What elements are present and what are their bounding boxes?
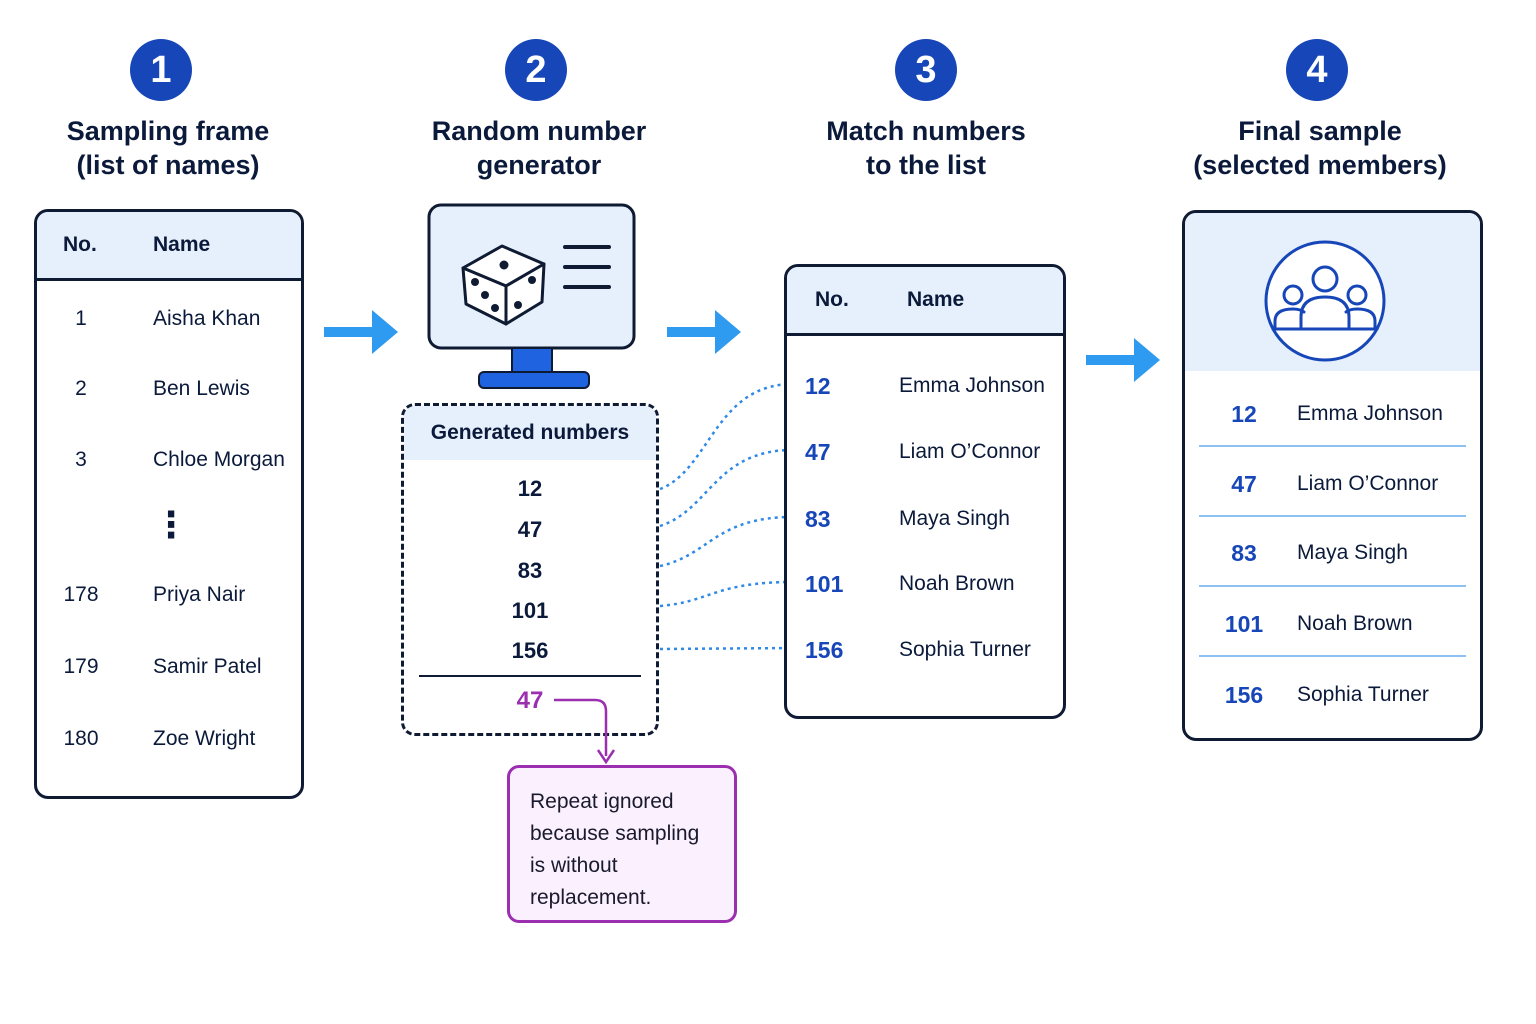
header-no: No. bbox=[63, 233, 97, 256]
divider bbox=[1199, 585, 1466, 587]
generated-number: 101 bbox=[511, 598, 549, 623]
step-4-title: Final sample(selected members) bbox=[1193, 116, 1447, 180]
generated-number: 12 bbox=[517, 476, 543, 501]
repeat-note: Repeat ignored because sampling is witho… bbox=[507, 765, 737, 923]
divider bbox=[1199, 515, 1466, 517]
ellipsis: ⋮ bbox=[153, 504, 189, 545]
divider bbox=[1199, 655, 1466, 657]
list-item: 47 Liam O’Connor bbox=[805, 438, 1041, 465]
header-no: No. bbox=[815, 288, 849, 311]
list-item: 178 Priya Nair bbox=[63, 583, 246, 606]
list-item: 12 Emma Johnson bbox=[805, 372, 1045, 399]
arrow-right-icon bbox=[667, 310, 741, 354]
divider bbox=[1199, 445, 1466, 447]
generated-numbers-box: Generated numbers 12 47 83 101 156 47 bbox=[401, 403, 659, 736]
list-item: 156 Sophia Turner bbox=[1224, 681, 1429, 708]
list-item: 83 Maya Singh bbox=[805, 505, 1010, 532]
divider bbox=[419, 675, 641, 677]
list-item: 101 Noah Brown bbox=[805, 570, 1015, 597]
generated-number: 47 bbox=[517, 517, 543, 542]
generated-numbers-title: Generated numbers bbox=[404, 406, 656, 460]
sampling-frame-header: No. Name bbox=[37, 212, 301, 281]
generated-number: 156 bbox=[511, 638, 549, 663]
list-item: 101 Noah Brown bbox=[1224, 610, 1413, 637]
list-item: 47 Liam O’Connor bbox=[1231, 470, 1439, 497]
arrow-right-icon bbox=[324, 310, 398, 354]
list-item: 179 Samir Patel bbox=[63, 655, 262, 678]
repeat-number: 47 bbox=[516, 687, 544, 714]
step-1-badge: 1 bbox=[130, 39, 192, 101]
header-name: Name bbox=[153, 233, 211, 256]
step-2-badge: 2 bbox=[505, 39, 567, 101]
step-1-title: Sampling frame(list of names) bbox=[66, 116, 270, 180]
sampling-frame-card: No. Name 1 Aisha Khan 2 Ben Lewis 3 Chlo… bbox=[34, 209, 304, 799]
list-item: 83 Maya Singh bbox=[1231, 539, 1408, 566]
list-item: 3 Chloe Morgan bbox=[75, 448, 285, 471]
list-item: 1 Aisha Khan bbox=[75, 307, 261, 330]
step-3-badge: 3 bbox=[895, 39, 957, 101]
group-icon bbox=[1264, 240, 1386, 362]
list-item: 2 Ben Lewis bbox=[75, 377, 250, 400]
step-4-badge: 4 bbox=[1286, 39, 1348, 101]
generated-number: 83 bbox=[517, 558, 543, 583]
repeat-arrow-icon bbox=[554, 698, 616, 765]
list-item: 180 Zoe Wright bbox=[63, 727, 256, 750]
match-list-card: No. Name 12 Emma Johnson 47 Liam O’Conno… bbox=[784, 264, 1066, 719]
computer-dice-icon bbox=[427, 203, 636, 389]
list-item: 12 Emma Johnson bbox=[1231, 400, 1443, 427]
header-name: Name bbox=[907, 288, 965, 311]
arrow-right-icon bbox=[1086, 338, 1160, 382]
list-item: 156 Sophia Turner bbox=[805, 636, 1031, 663]
final-sample-card: 12 Emma Johnson 47 Liam O’Connor 83 Maya… bbox=[1182, 210, 1483, 741]
match-list-header: No. Name bbox=[787, 267, 1063, 336]
